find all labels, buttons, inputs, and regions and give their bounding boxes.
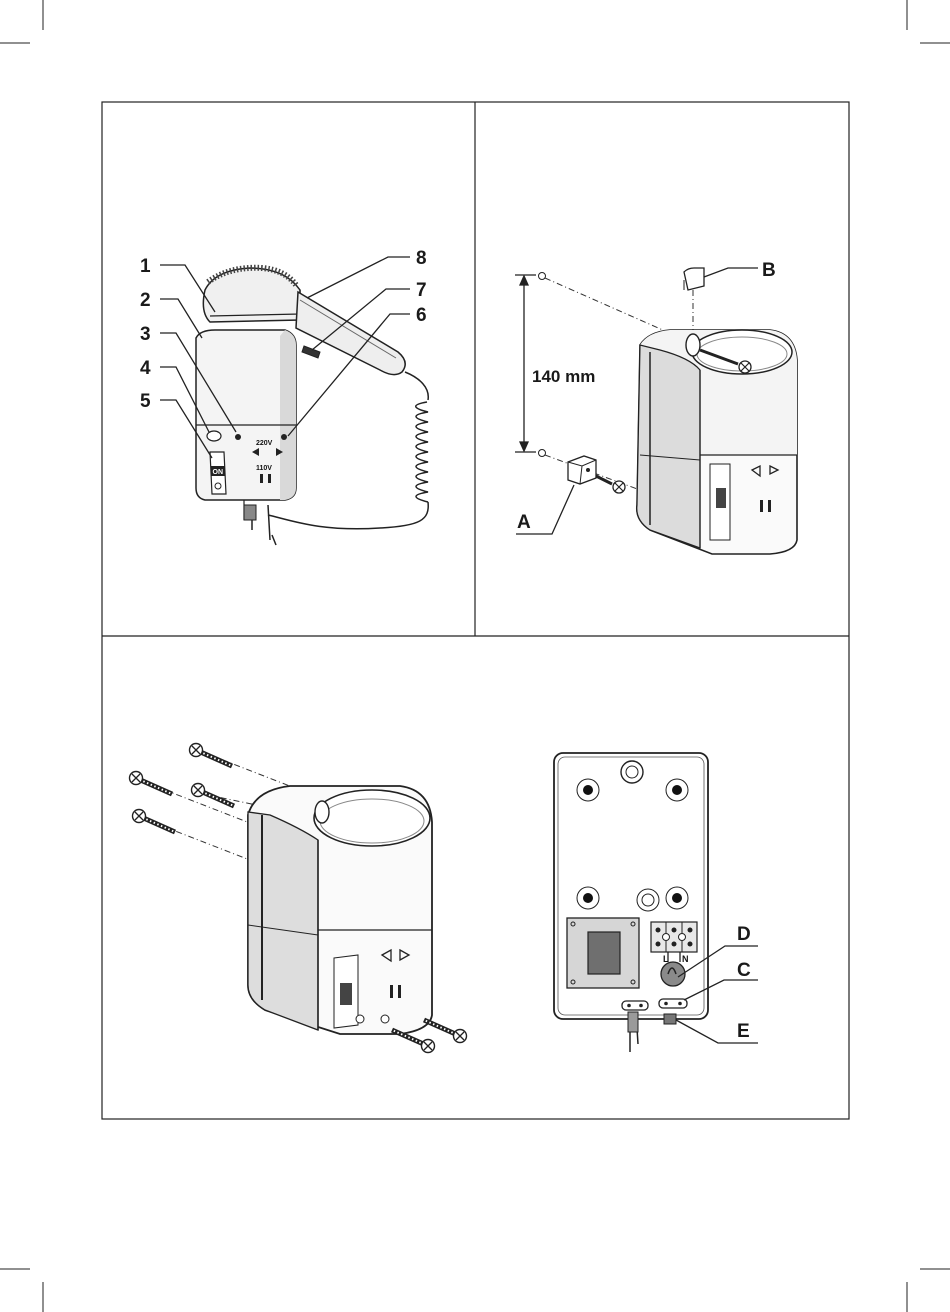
cable-clamp — [659, 999, 687, 1008]
voltage-110-text: 110V — [256, 465, 272, 472]
screw — [130, 772, 173, 795]
indicator-light — [207, 431, 221, 441]
screw — [392, 1030, 435, 1053]
screw — [190, 744, 233, 767]
transformer-core — [588, 932, 620, 974]
label-a: A — [517, 512, 531, 533]
callout-1: 1 — [140, 256, 151, 277]
handle-switch — [302, 346, 320, 358]
voltage-220-text: 220V — [256, 440, 273, 447]
panel-mounting-dimensions: 140 mm B — [515, 260, 797, 554]
label-d: D — [737, 924, 751, 945]
panel-back-plate: L N D C E — [554, 753, 758, 1052]
label-e: E — [737, 1021, 750, 1042]
terminal-n-text: N — [682, 954, 689, 964]
terminal-block — [651, 922, 697, 952]
dryer-handle — [296, 292, 405, 375]
switch-on-text: ON — [213, 469, 224, 476]
dimension-text: 140 mm — [532, 367, 595, 386]
callout-8: 8 — [416, 248, 427, 269]
callout-5: 5 — [140, 391, 151, 412]
callout-3: 3 — [140, 324, 151, 345]
callout-2: 2 — [140, 290, 151, 311]
callout-7: 7 — [416, 280, 427, 301]
bracket-b — [684, 268, 704, 290]
label-c: C — [737, 960, 751, 981]
callout-4: 4 — [140, 358, 151, 379]
label-b: B — [762, 260, 776, 281]
panel-dryer-parts: ON 220V 110V 1 2 3 4 5 8 7 6 — [140, 248, 428, 545]
screw — [192, 784, 235, 807]
panel-screw-installation — [152, 755, 432, 1034]
screw — [424, 1020, 467, 1043]
screw — [133, 810, 176, 833]
callout-6: 6 — [416, 305, 427, 326]
